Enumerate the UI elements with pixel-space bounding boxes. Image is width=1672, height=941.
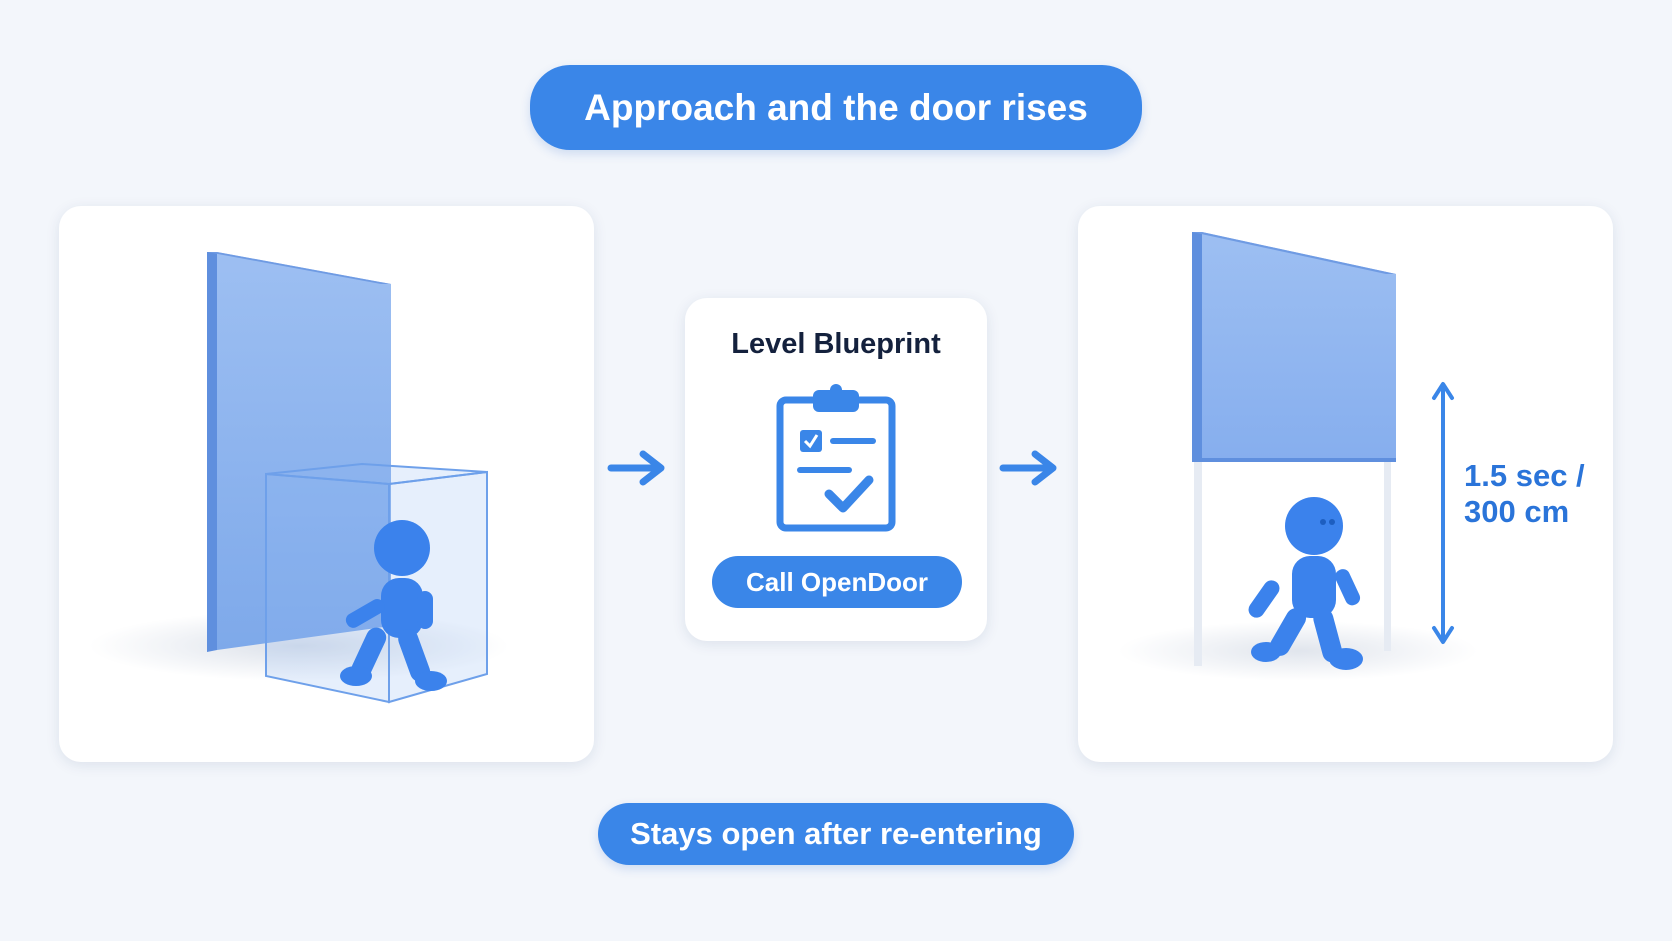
door <box>1192 232 1396 462</box>
open-door-scene <box>1118 232 1478 681</box>
door <box>207 252 391 652</box>
title-banner: Approach and the door rises <box>530 65 1142 150</box>
before-panel <box>59 206 594 762</box>
card-title: Level Blueprint <box>731 328 941 360</box>
character-icon <box>1248 497 1363 670</box>
character-icon <box>340 520 447 691</box>
height-dimension-arrow <box>1432 382 1454 644</box>
dimension-time: 1.5 sec / <box>1464 458 1585 493</box>
closed-door-scene <box>89 252 509 704</box>
after-panel <box>1078 206 1613 762</box>
clipboard-checklist-icon <box>776 384 896 532</box>
door-frame <box>1194 456 1391 666</box>
blueprint-card: Level Blueprint Call OpenDoor <box>685 298 987 641</box>
arrow-right-icon <box>999 450 1057 486</box>
caption-banner: Stays open after re-entering <box>598 803 1074 865</box>
dimension-distance: 300 cm <box>1464 494 1570 529</box>
arrow-right-icon <box>607 450 665 486</box>
call-opendoor-button[interactable]: Call OpenDoor <box>712 556 962 608</box>
trigger-box <box>265 462 488 704</box>
dimension-label: 1.5 sec / 300 cm <box>1464 458 1585 530</box>
